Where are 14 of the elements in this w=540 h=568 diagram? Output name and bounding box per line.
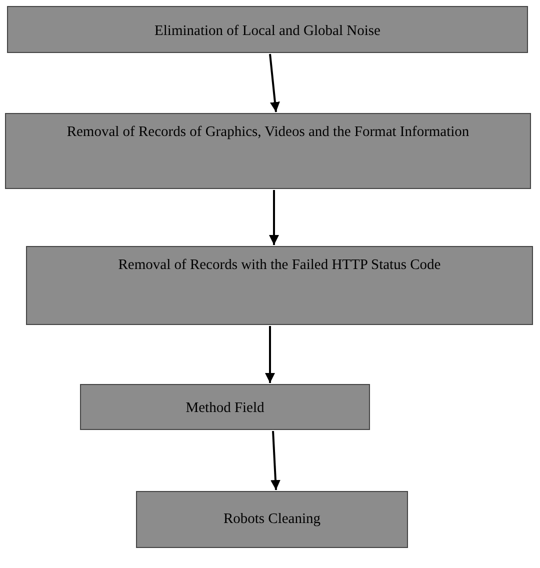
step-label: Robots Cleaning — [222, 510, 322, 529]
step-label: Removal of Records with the Failed HTTP Status Code — [117, 256, 442, 275]
process-box — [5, 113, 531, 189]
process-box — [136, 491, 408, 548]
process-box — [80, 384, 370, 430]
arrow — [269, 54, 280, 112]
arrow — [270, 430, 280, 490]
step-label: Removal of Records of Graphics, Videos and the Format Information — [66, 123, 470, 142]
step-label: Method Field — [184, 399, 266, 418]
step-label: Elimination of Local and Global Noise — [154, 22, 382, 41]
arrow — [269, 190, 279, 245]
process-box — [7, 6, 528, 53]
arrow — [265, 326, 275, 383]
process-box — [26, 246, 533, 325]
